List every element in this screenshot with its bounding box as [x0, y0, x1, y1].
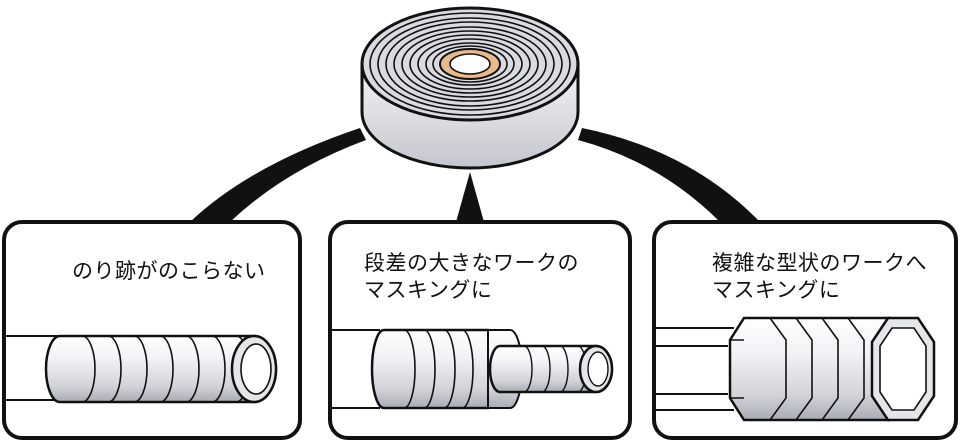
panel-2-caption-line-2: マスキングに [364, 278, 493, 302]
connector-left [190, 128, 366, 222]
pipe-illustration-3 [654, 316, 936, 422]
panel-2-caption-line-1: 段差の大きなワークの [364, 251, 579, 275]
pipe-illustration-2 [330, 328, 614, 410]
panel-1-caption: のり跡がのこらない [72, 258, 266, 285]
pipe-illustration-1 [4, 334, 278, 404]
tape-roll-illustration [360, 6, 580, 170]
panel-1-caption-line-1: のり跡がのこらない [72, 259, 266, 283]
connector-center [456, 172, 484, 222]
panel-3-caption-line-1: 複雑な型状のワークへ [712, 251, 927, 275]
panel-2-caption: 段差の大きなワークの マスキングに [364, 250, 579, 304]
panel-3-caption-line-2: マスキングに [712, 278, 841, 302]
panel-3-caption: 複雑な型状のワークへ マスキングに [712, 250, 927, 304]
panel-frame-1 [2, 220, 302, 440]
connector-right [578, 128, 760, 222]
